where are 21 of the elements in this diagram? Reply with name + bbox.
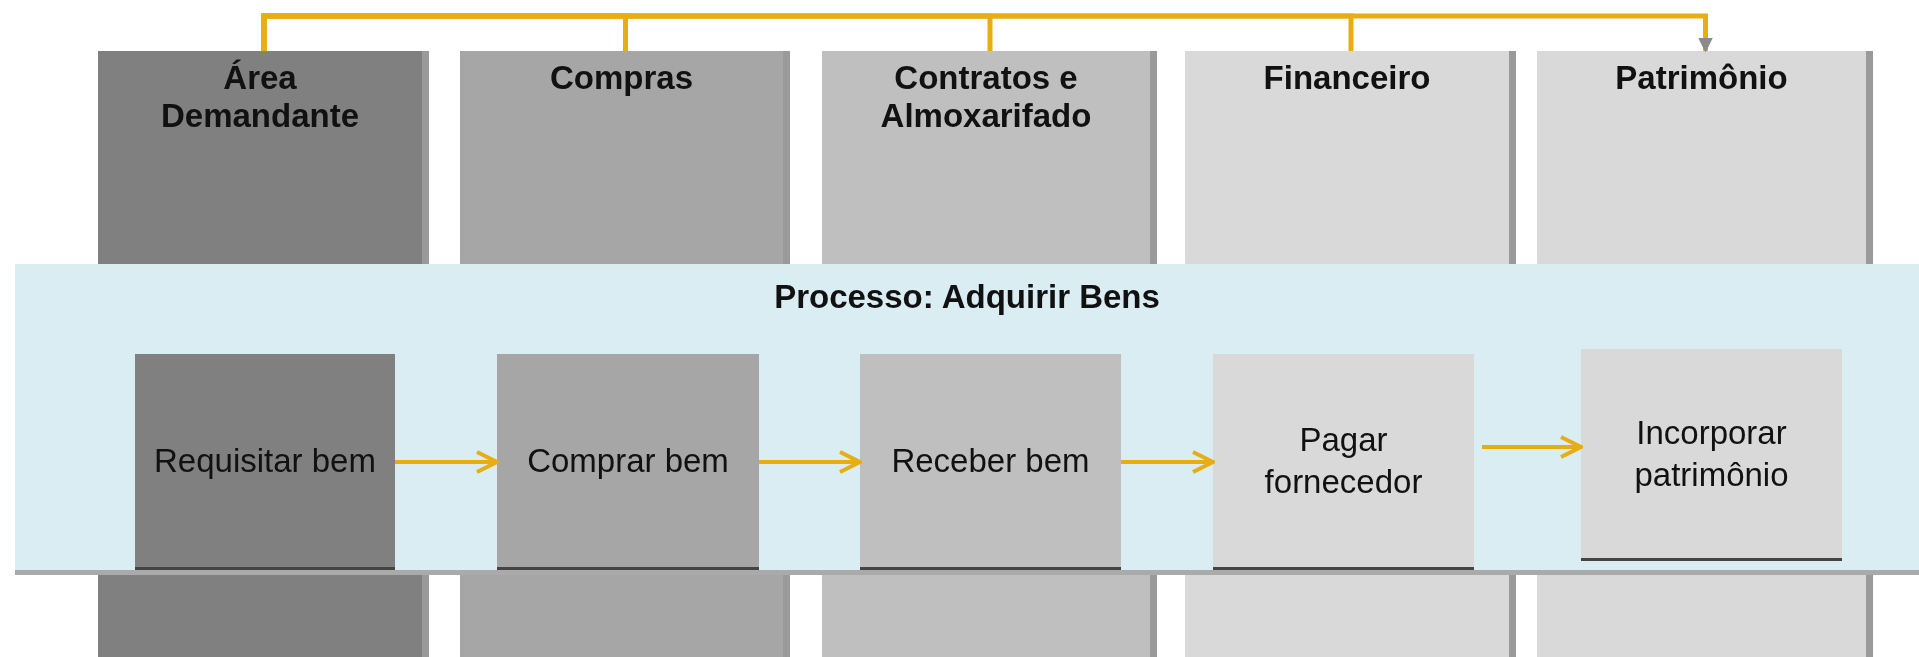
step-label: Incorporar patrimônio	[1633, 413, 1790, 495]
process-box	[860, 354, 1121, 570]
process-box	[1213, 354, 1474, 570]
column-header: Área Demandante	[159, 59, 361, 135]
column-header: Compras	[548, 59, 694, 97]
arrow	[759, 450, 862, 474]
process-title: Processo: Adquirir Bens	[773, 278, 1161, 316]
step-label: Requisitar bem	[153, 440, 377, 481]
process-box	[1581, 349, 1842, 561]
arrow	[1482, 435, 1583, 459]
column-header: Patrimônio	[1614, 59, 1789, 97]
arrow	[1121, 450, 1215, 474]
column-header: Contratos e Almoxarifado	[879, 59, 1093, 135]
step-label: Pagar fornecedor	[1263, 420, 1424, 502]
bracket-connector	[261, 13, 1713, 53]
step-label: Receber bem	[890, 440, 1091, 481]
column-header: Financeiro	[1262, 59, 1432, 97]
process-box	[135, 354, 395, 570]
arrow	[395, 450, 499, 474]
process-box	[497, 354, 759, 570]
step-label: Comprar bem	[526, 440, 730, 481]
